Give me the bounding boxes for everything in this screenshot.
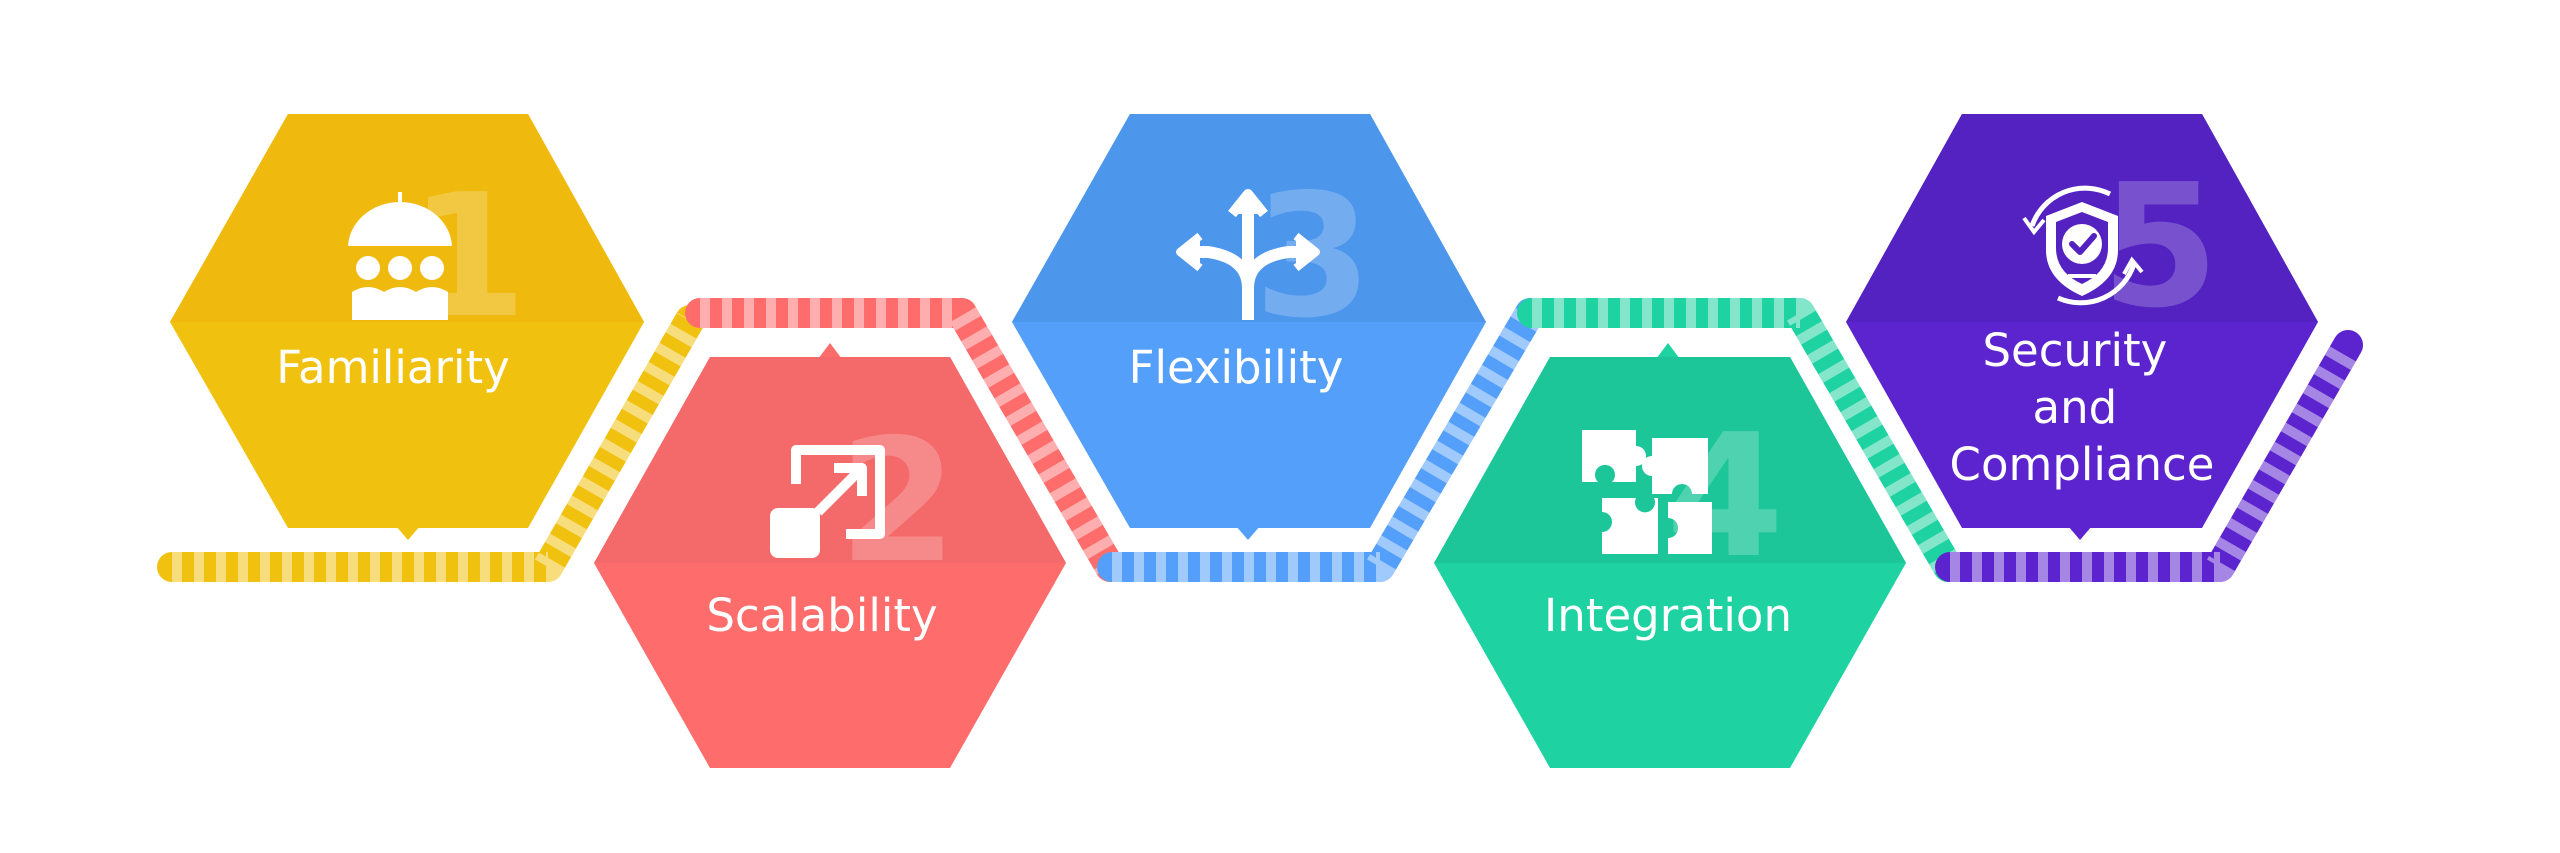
resize-expand-icon <box>770 445 885 558</box>
umbrella-people-icon <box>346 192 454 320</box>
connector-3 <box>1097 298 1545 582</box>
step-4: 4 Integration <box>1434 343 1906 768</box>
connector-2 <box>685 298 1125 582</box>
step-5: 5 Security and Compliance <box>1846 114 2318 540</box>
step-title-1: Familiarity <box>276 341 510 394</box>
connector-4 <box>1517 298 1963 582</box>
pointer-5 <box>2068 526 2092 540</box>
pointer-4 <box>1656 343 1680 359</box>
step-title-4: Integration <box>1544 589 1792 642</box>
split-arrows-icon <box>1176 189 1320 320</box>
step-number-2: 2 <box>839 403 957 601</box>
step-title-5: Security and Compliance <box>1950 324 2215 491</box>
step-title-3: Flexibility <box>1129 341 1344 394</box>
step-title-2: Scalability <box>706 589 937 642</box>
step-number-5: 5 <box>2101 148 2219 346</box>
shield-check-icon <box>2022 185 2144 306</box>
pointer-3 <box>1236 526 1260 540</box>
puzzle-pieces-icon <box>1582 430 1712 554</box>
step-title-5-line-1: Security <box>1982 324 2167 377</box>
step-3: 3 Flexibility <box>1012 114 1486 540</box>
step-number-1: 1 <box>409 158 527 356</box>
connector-1 <box>157 305 705 582</box>
step-title-5-line-2: and <box>2033 381 2118 434</box>
pointer-1 <box>396 526 420 540</box>
pointer-2 <box>818 343 842 359</box>
connector-5 <box>1935 330 2363 582</box>
step-number-4: 4 <box>1666 398 1784 596</box>
connectors <box>157 298 2363 582</box>
step-title-5-line-3: Compliance <box>1950 438 2215 491</box>
